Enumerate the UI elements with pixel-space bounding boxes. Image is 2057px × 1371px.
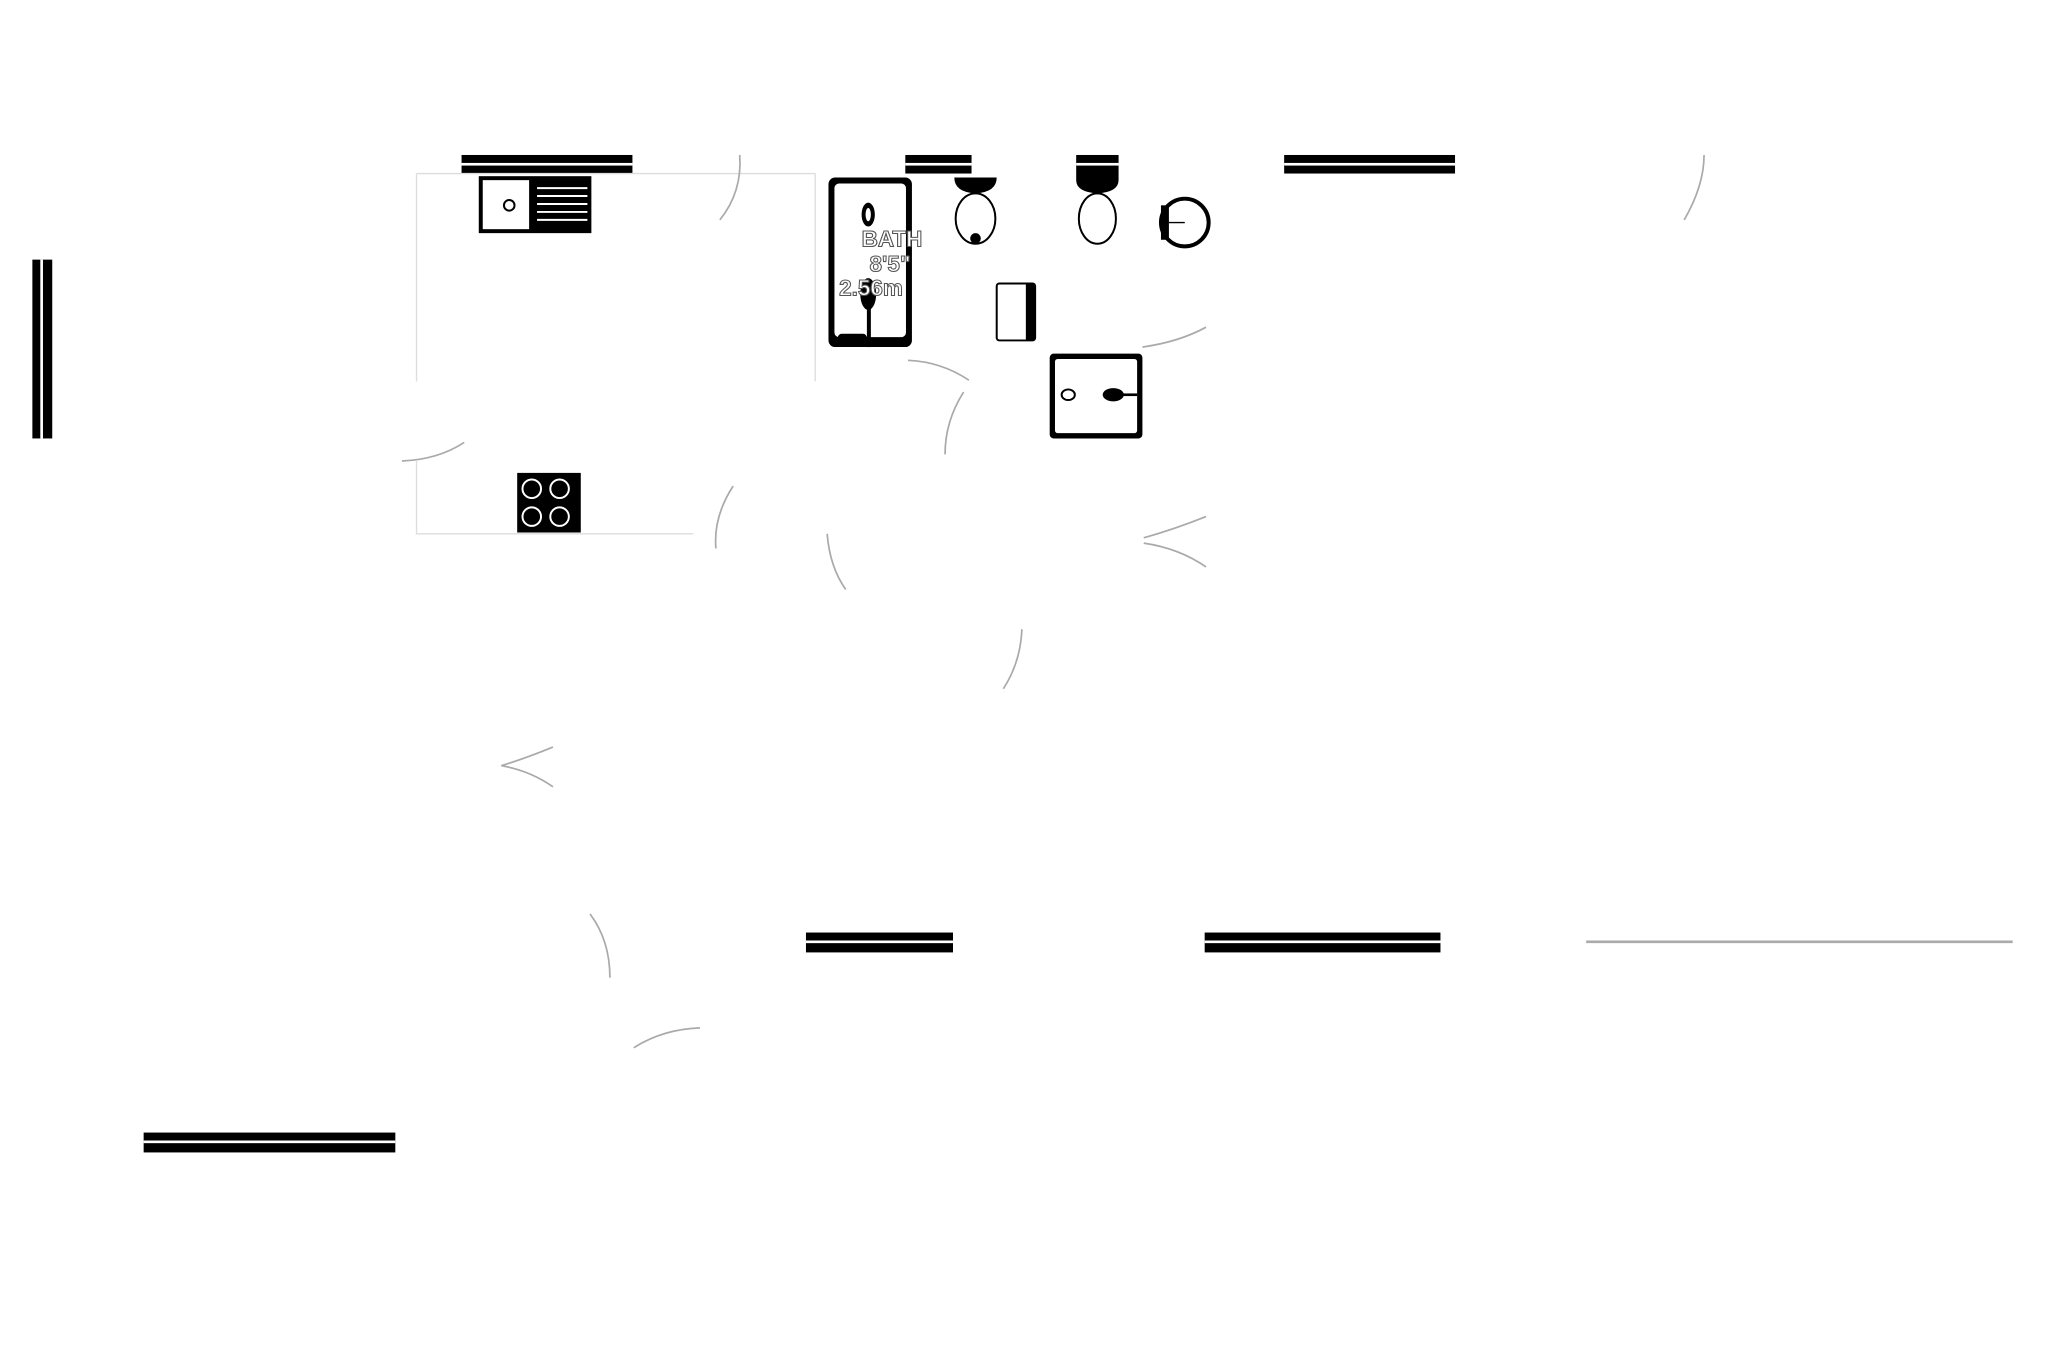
room-dim-metric: 2.56m xyxy=(839,275,903,300)
shower-tray-icon xyxy=(1049,353,1143,439)
kitchen-counter xyxy=(415,172,816,535)
window-wc-top xyxy=(1076,154,1119,174)
room-dim-imperial: 8'5" xyxy=(870,252,911,277)
window-left xyxy=(32,259,53,439)
door-swing-arcs xyxy=(401,154,1705,1049)
bidet-icon xyxy=(995,282,1037,342)
window-bottom-mid xyxy=(805,932,953,953)
window-kitchen-top xyxy=(461,154,633,174)
window-bath-top xyxy=(905,154,972,174)
window-room-top-right xyxy=(1284,154,1456,174)
toilet-icon xyxy=(1076,173,1119,245)
wash-basin-icon xyxy=(1158,196,1211,249)
room-name-bath: BATH xyxy=(862,226,923,251)
window-bottom-right xyxy=(1204,932,1441,953)
room-label-visible: BAT xyxy=(862,226,907,251)
window-bottom-left xyxy=(143,1132,396,1153)
bathtub-icon xyxy=(828,177,912,348)
toilet-icon xyxy=(954,177,997,245)
kitchen-sink-icon xyxy=(478,176,592,234)
hob-icon xyxy=(517,472,581,533)
